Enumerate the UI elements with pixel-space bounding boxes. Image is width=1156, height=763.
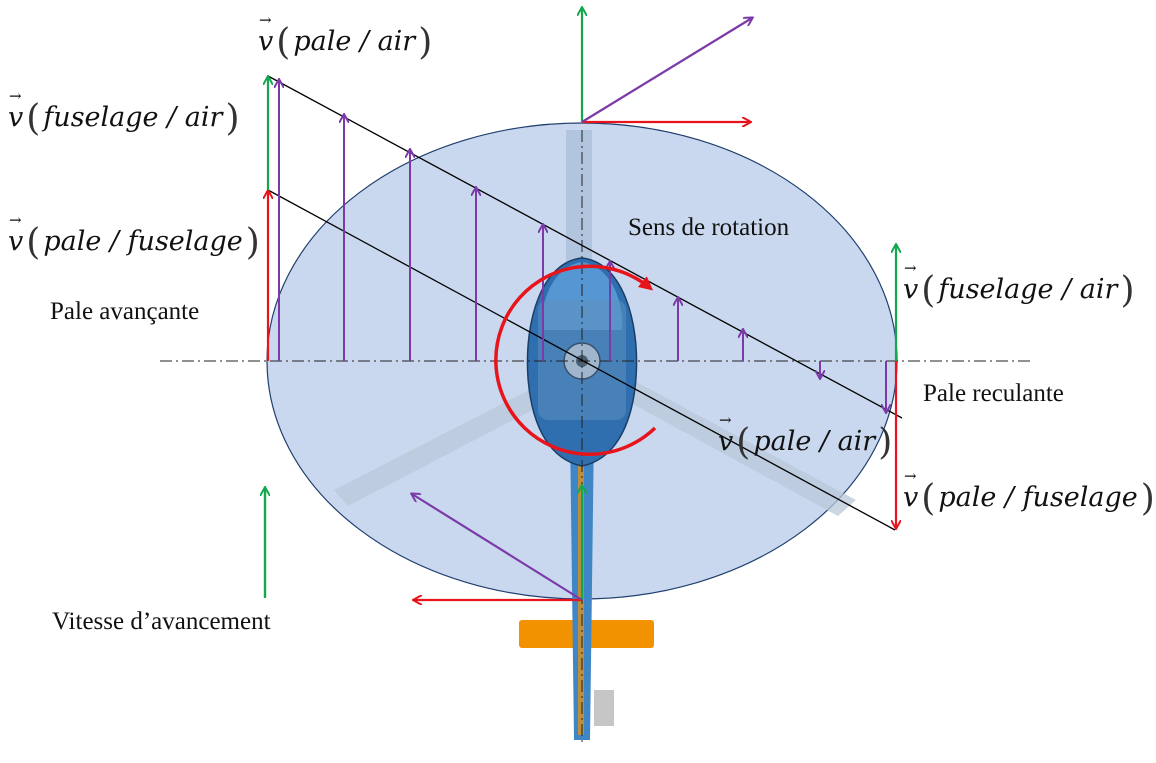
label-v-pale-air-right: v(pale / air) bbox=[718, 411, 895, 463]
label-v-pale-air-right-text: pale / air bbox=[753, 426, 876, 457]
vector-symbol: v bbox=[903, 467, 918, 513]
v-pale-air-front-arrow bbox=[581, 18, 752, 123]
label-v-pale-fuselage-right-text: pale / fuselage bbox=[938, 482, 1138, 513]
v-pale-air-rear-arrow bbox=[412, 494, 583, 601]
label-sens-de-rotation: Sens de rotation bbox=[628, 214, 790, 241]
label-v-fuselage-air-left-text: fuselage / air bbox=[43, 102, 223, 133]
label-v-pale-fuselage-right: v(pale / fuselage) bbox=[903, 467, 1156, 519]
label-v-pale-fuselage-left: v(pale / fuselage) bbox=[8, 211, 263, 263]
label-v-fuselage-air-left: v(fuselage / air) bbox=[8, 87, 242, 139]
vector-symbol: v bbox=[8, 87, 23, 133]
label-v-fuselage-air-right-text: fuselage / air bbox=[938, 274, 1118, 305]
pale-air-distribution bbox=[279, 80, 886, 412]
vector-symbol: v bbox=[8, 211, 23, 257]
pale-air-line bbox=[267, 75, 903, 419]
label-v-pale-air-top-text: pale / air bbox=[293, 26, 416, 57]
vector-symbol: v bbox=[718, 411, 733, 457]
pale-fuselage-line bbox=[267, 189, 896, 531]
rotation-arrow bbox=[494, 264, 657, 456]
label-vitesse-avancement: Vitesse d’avancement bbox=[52, 608, 271, 635]
label-pale-avancante: Pale avançante bbox=[50, 298, 200, 325]
vector-symbol: v bbox=[903, 259, 918, 305]
label-v-pale-fuselage-left-text: pale / fuselage bbox=[43, 226, 243, 257]
label-v-pale-air-top: v(pale / air) bbox=[258, 11, 435, 63]
label-pale-reculante: Pale reculante bbox=[923, 380, 1064, 407]
vector-symbol: v bbox=[258, 11, 273, 57]
label-v-fuselage-air-right: v(fuselage / air) bbox=[903, 259, 1137, 311]
